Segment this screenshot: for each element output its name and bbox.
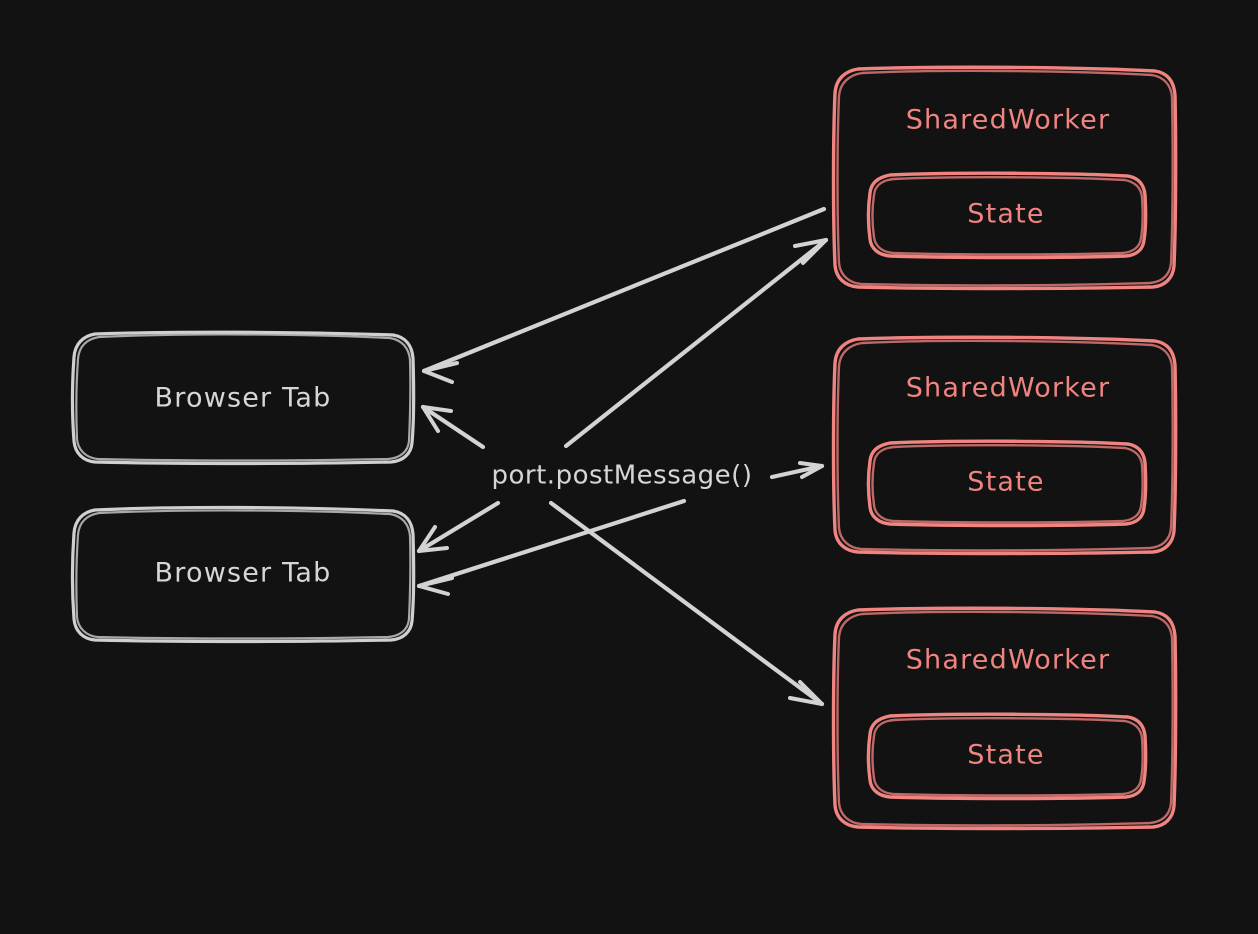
shared-worker-1-state-outline [866,171,1148,260]
edge-label-to-tab1-arrowhead [421,405,453,433]
edge-worker3-to-tab2-line [416,498,687,589]
edge-center-label: port.postMessage() [492,461,753,491]
shared-worker-1-label: SharedWorker [906,105,1111,136]
shared-worker-2-state-outline-sketch [871,443,1144,524]
shared-worker-2-state-label: State [967,467,1044,498]
shared-worker-3-label: SharedWorker [906,645,1111,676]
edge-label-to-tab1-line [420,404,486,450]
edge-worker3-to-tab2-arrowhead [417,576,454,596]
shared-worker-3-outline-sketch [836,610,1174,827]
shared-worker-2[interactable]: SharedWorker State [831,335,1178,556]
edge-worker1-to-tab1-arrowhead [422,361,459,384]
edge-label-to-tab1 [420,404,486,450]
shared-worker-1-state-label: State [967,199,1044,230]
shared-worker-1-outline [831,65,1178,291]
browser-tab-2-label: Browser Tab [155,558,332,589]
edge-label-to-tab2-upper-arrowhead [417,525,449,553]
browser-tab-1-outline-sketch [75,333,412,462]
shared-worker-3-state-label: State [967,740,1044,771]
shared-worker-1-state-outline-sketch [871,175,1144,256]
edge-label-to-tab2-upper-line [416,500,501,554]
shared-worker-1-state: State [866,171,1148,260]
shared-worker-2-outline [831,335,1178,556]
shared-worker-3[interactable]: SharedWorker State [831,606,1178,831]
edge-label-to-worker3-line [548,500,825,707]
edge-label-to-worker3-arrowhead [788,680,824,706]
edge-worker1-to-tab1 [421,206,827,384]
browser-tab-2-outline-sketch [75,509,412,640]
edge-label-to-worker2-arrowhead [798,461,824,479]
edge-label-to-worker1-line [563,237,829,449]
shared-worker-3-state-outline-sketch [871,716,1144,797]
edge-label-to-worker2 [769,461,825,480]
edge-worker3-to-tab2 [416,498,687,596]
browser-tab-1-label: Browser Tab [155,383,332,414]
edge-label-to-tab2-upper [416,500,501,554]
browser-tab-1-outline [70,330,416,466]
edge-label-to-worker3 [548,500,825,707]
shared-worker-3-state: State [866,712,1148,801]
browser-tab-2[interactable]: Browser Tab [70,505,416,644]
shared-worker-3-state-outline [866,712,1148,801]
shared-worker-1[interactable]: SharedWorker State [831,65,1178,291]
browser-tab-2-outline [70,505,416,644]
shared-worker-2-outline-sketch [836,339,1174,552]
shared-worker-3-outline [831,606,1178,831]
browser-tab-1[interactable]: Browser Tab [70,330,416,466]
shared-worker-2-label: SharedWorker [906,373,1111,404]
edge-label-to-worker2-line [769,463,825,480]
edge-label-to-worker1-arrowhead [793,238,828,265]
edge-label-to-worker1 [563,237,829,449]
shared-worker-2-state: State [866,439,1148,528]
edge-worker1-to-tab1-line [421,206,827,374]
shared-worker-1-outline-sketch [836,69,1174,287]
shared-worker-2-state-outline [866,439,1148,528]
